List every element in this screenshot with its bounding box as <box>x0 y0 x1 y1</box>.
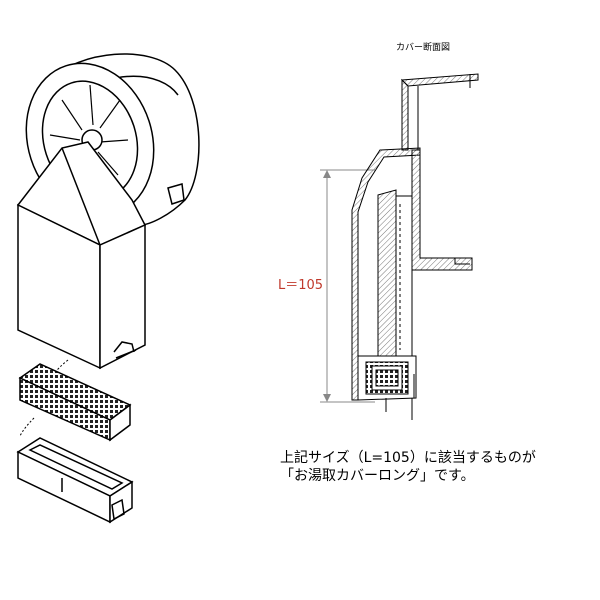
filter-tray <box>16 437 134 524</box>
cover-cross-section <box>320 73 479 420</box>
cover-housing <box>16 141 147 370</box>
assembly-arrow-2 <box>19 417 35 437</box>
dimension-label: L＝105 <box>278 278 324 293</box>
section-caption: カバー断面図 <box>396 43 451 53</box>
note-line-2: 「お湯取カバーロング」です。 <box>280 468 475 484</box>
filter-element <box>18 363 132 442</box>
note-line-1: 上記サイズ（L=105）に該当するものが <box>280 450 536 466</box>
